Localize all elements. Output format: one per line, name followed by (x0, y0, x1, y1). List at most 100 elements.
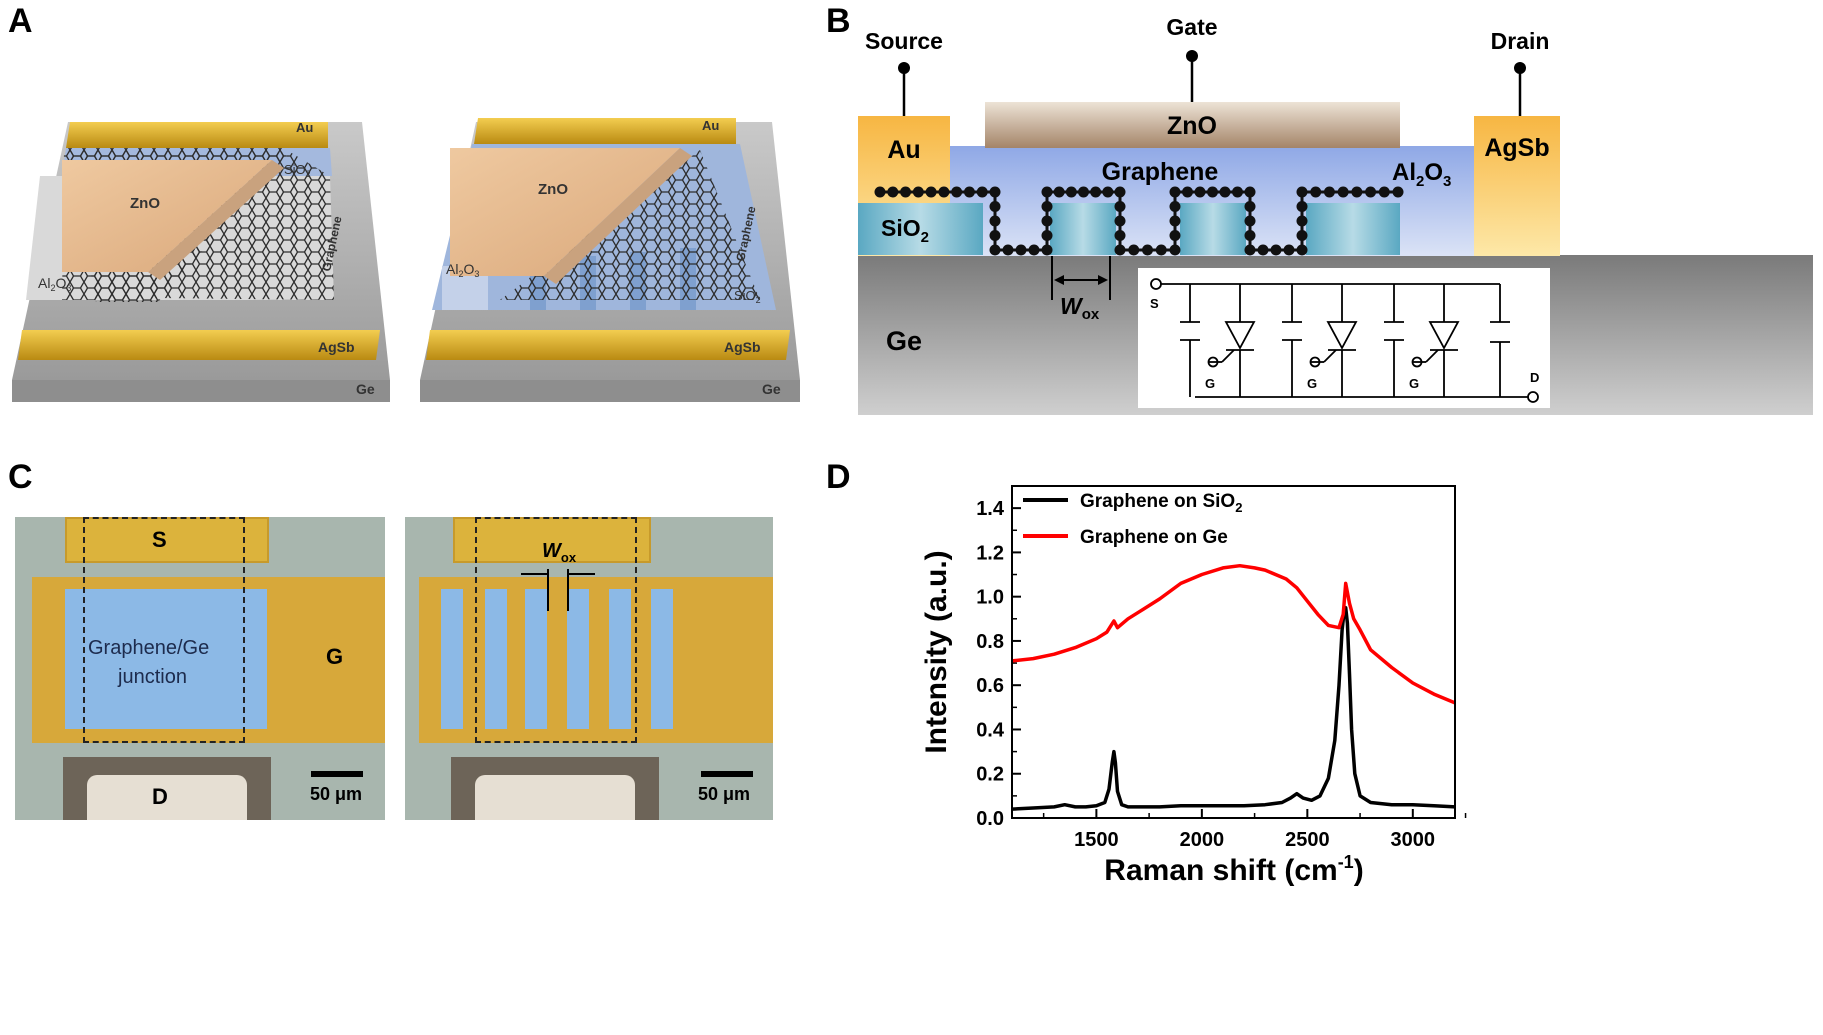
graphene-atom (1065, 186, 1077, 198)
graphene-atom (1296, 215, 1308, 227)
sio2-block (1050, 203, 1116, 255)
c-junction-line1: Graphene/Ge (88, 637, 210, 659)
sio2-block (1180, 203, 1246, 255)
legend-label-ge: Graphene on Ge (1080, 527, 1228, 548)
graphene-atom (1114, 215, 1126, 227)
graphene-atom (1378, 186, 1390, 198)
panel-label-b: B (826, 2, 851, 40)
au-contact (66, 122, 328, 148)
graphene-ge-window (65, 589, 267, 729)
agsb-contact (1474, 116, 1560, 256)
circuit-g-label: G (1409, 376, 1419, 391)
agsb-contact-right (426, 330, 790, 360)
graphene-atom (1169, 215, 1181, 227)
sio2-label: SiO2 (881, 215, 929, 246)
x-axis-label: Raman shift (cm-1) (1104, 852, 1363, 887)
zno-label: ZnO (1167, 112, 1217, 140)
equivalent-circuit (1138, 268, 1550, 408)
zno-layer (62, 160, 272, 272)
device-a-left (12, 122, 390, 402)
graphene-atom (1041, 244, 1053, 256)
graphene-atom (938, 186, 950, 198)
graphene-atom (963, 186, 975, 198)
graphene-atom (1155, 244, 1167, 256)
panel-label-a: A (8, 2, 33, 40)
graphene-atom (1041, 230, 1053, 241)
series-line-graphene-on-ge (1011, 563, 1456, 705)
c-right-scale-label: 50 μm (698, 784, 751, 804)
y-tick-label: 1.2 (976, 542, 1004, 564)
graphene-atom (1002, 244, 1014, 256)
c-right-wox-label: Wox (542, 540, 577, 565)
wox-label: Wox (1060, 293, 1100, 323)
oxide-stripe (609, 589, 631, 729)
source-label: Source (865, 28, 943, 54)
graphene-atom (1128, 244, 1140, 256)
sio2-block (858, 203, 983, 255)
gate-pad (419, 577, 773, 743)
y-tick-label: 1.0 (976, 587, 1004, 609)
graphene-atom (989, 215, 1001, 227)
graphene-atom (951, 186, 963, 198)
zno-layer (985, 102, 1400, 148)
graphene-atom (1392, 186, 1404, 198)
y-tick-label: 0.0 (976, 808, 1004, 830)
legend-label-sio2: Graphene on SiO2 (1080, 491, 1242, 515)
circuit-s-label: S (1150, 296, 1159, 311)
graphene-atom (925, 186, 937, 198)
graphene-atom (1169, 201, 1181, 212)
graphene-atom (1257, 244, 1269, 256)
graphene-atom (1310, 186, 1322, 198)
graphene-atoms (874, 186, 1404, 256)
legend: Graphene on SiO2 Graphene on Ge (1023, 491, 1242, 548)
graphene-atom (1219, 186, 1231, 198)
oxide-stripe (651, 589, 673, 729)
a-left-ge-label: Ge (356, 381, 375, 397)
circuit-d-label: D (1530, 370, 1539, 385)
c-left-scale-label: 50 μm (310, 784, 363, 804)
graphene-atom (1244, 230, 1256, 241)
graphene-atom (989, 244, 1001, 256)
graphene-atom (989, 230, 1001, 241)
junction-outline (475, 517, 637, 743)
a-left-au-label: Au (296, 120, 313, 135)
junction-outline (83, 517, 245, 743)
a-left-agsb-label: AgSb (318, 339, 355, 355)
graphene-atom (1114, 244, 1126, 256)
a-right-au-label: Au (702, 118, 719, 133)
y-tick-label: 0.8 (976, 631, 1004, 653)
graphene-atom (1182, 186, 1193, 198)
source-pad (453, 517, 651, 563)
x-tick-label: 1500 (1074, 829, 1119, 851)
x-tick-label: 3000 (1391, 829, 1436, 851)
agsb-label: AgSb (1484, 134, 1549, 162)
ge-label: Ge (886, 326, 922, 356)
sio2-block (1306, 203, 1400, 255)
agsb-contact (18, 330, 380, 360)
al2o3-label: Al2O3 (1392, 159, 1451, 190)
zno-layer-right (450, 148, 680, 276)
graphene-atom (1041, 201, 1053, 212)
graphene-atom (989, 201, 1001, 212)
graphene-atom (1207, 186, 1218, 198)
a-right-sio2-label: SiO2 (734, 288, 761, 305)
micrograph-left (15, 517, 385, 820)
circuit-cells (1180, 284, 1460, 397)
graphene-atom (1296, 186, 1308, 198)
panel-label-c: C (8, 458, 33, 496)
a-left-sio2-label: SiO2 (284, 162, 311, 179)
x-tick-label: 2000 (1180, 829, 1225, 851)
graphene-atom (1090, 186, 1102, 198)
drain-label: Drain (1491, 28, 1550, 54)
c-left-g-label: G (326, 644, 344, 669)
graphene-atom (989, 186, 1001, 198)
graphene-atom (1169, 230, 1181, 241)
graphene-atom (1244, 244, 1256, 256)
oxide-stripe (485, 589, 507, 729)
graphene-atom (1114, 230, 1126, 241)
y-tick-label: 1.4 (976, 498, 1005, 520)
a-right-ge-label: Ge (762, 381, 781, 397)
c-junction-line2: junction (118, 666, 187, 688)
graphene-atom (1337, 186, 1349, 198)
device-a-right (420, 118, 800, 402)
